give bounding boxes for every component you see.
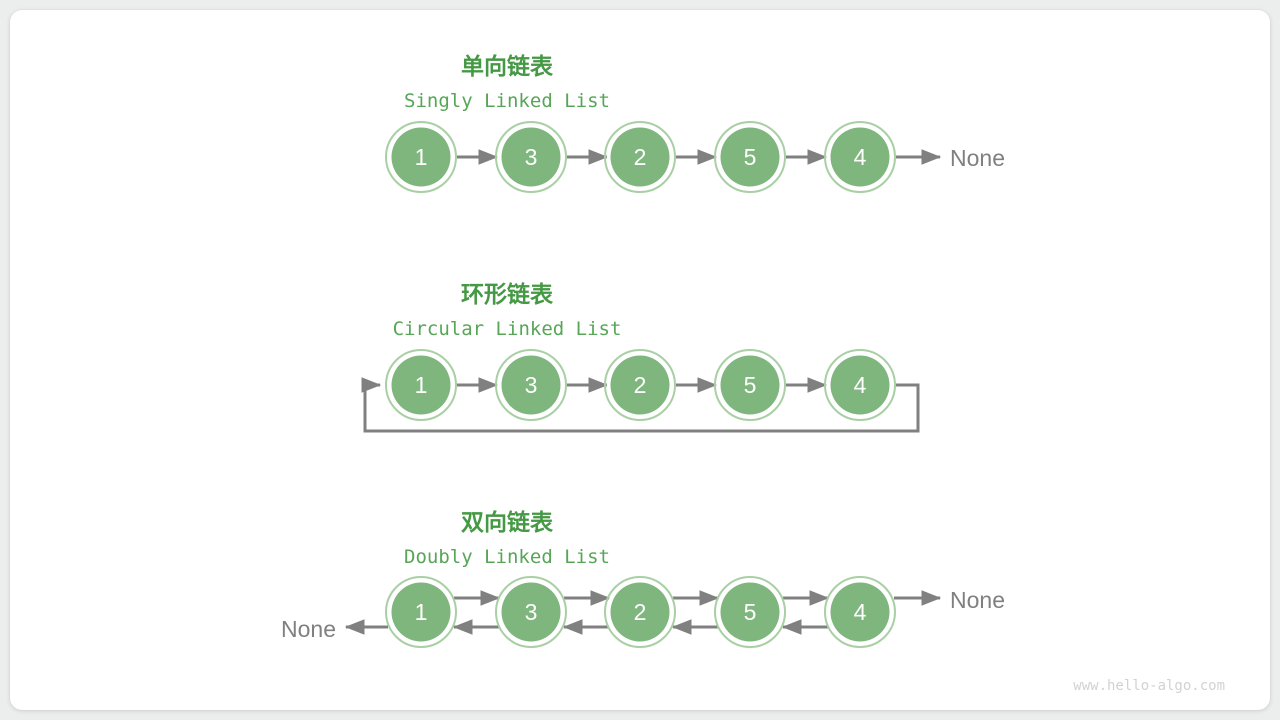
circular-loop-arrow xyxy=(361,377,920,433)
list-node: 5 xyxy=(714,576,786,648)
node-value: 4 xyxy=(854,372,867,398)
linked-list-diagram: 单向链表 Singly Linked List 1 3 xyxy=(281,53,1225,694)
list-node: 1 xyxy=(385,121,457,193)
node-value: 3 xyxy=(525,599,538,625)
diagram-card: 单向链表 Singly Linked List 1 3 xyxy=(10,10,1270,710)
list-node: 4 xyxy=(824,576,896,648)
node-value: 1 xyxy=(415,144,428,170)
list-node: 4 xyxy=(824,349,896,421)
section-title-cn: 单向链表 xyxy=(461,53,554,79)
list-node: 2 xyxy=(604,121,676,193)
section-title-en: Circular Linked List xyxy=(393,318,622,340)
section-title-cn: 环形链表 xyxy=(461,281,554,307)
node-value: 4 xyxy=(854,599,867,625)
node-value: 5 xyxy=(744,144,757,170)
list-node: 4 xyxy=(824,121,896,193)
list-node: 5 xyxy=(714,349,786,421)
node-value: 5 xyxy=(744,599,757,625)
node-value: 3 xyxy=(525,372,538,398)
node-value: 1 xyxy=(415,599,428,625)
section-title-en: Doubly Linked List xyxy=(404,546,610,568)
node-value: 3 xyxy=(525,144,538,170)
list-node: 3 xyxy=(495,576,567,648)
list-node: 3 xyxy=(495,121,567,193)
node-value: 2 xyxy=(634,144,647,170)
node-value: 1 xyxy=(415,372,428,398)
list-node: 5 xyxy=(714,121,786,193)
section-circular: 环形链表 Circular Linked List 1 3 xyxy=(361,281,920,433)
section-doubly: 双向链表 Doubly Linked List xyxy=(281,509,1005,648)
section-title-cn: 双向链表 xyxy=(461,509,554,535)
node-value: 2 xyxy=(634,599,647,625)
section-singly: 单向链表 Singly Linked List 1 3 xyxy=(385,53,1005,193)
list-node: 1 xyxy=(385,349,457,421)
list-node: 3 xyxy=(495,349,567,421)
node-value: 5 xyxy=(744,372,757,398)
tail-none-label: None xyxy=(950,145,1005,171)
watermark: www.hello-algo.com xyxy=(1073,678,1225,694)
tail-none-label: None xyxy=(950,587,1005,613)
section-title-en: Singly Linked List xyxy=(404,90,610,112)
node-value: 2 xyxy=(634,372,647,398)
list-node: 2 xyxy=(604,349,676,421)
list-node: 1 xyxy=(385,576,457,648)
list-node: 2 xyxy=(604,576,676,648)
node-value: 4 xyxy=(854,144,867,170)
head-none-label: None xyxy=(281,616,336,642)
